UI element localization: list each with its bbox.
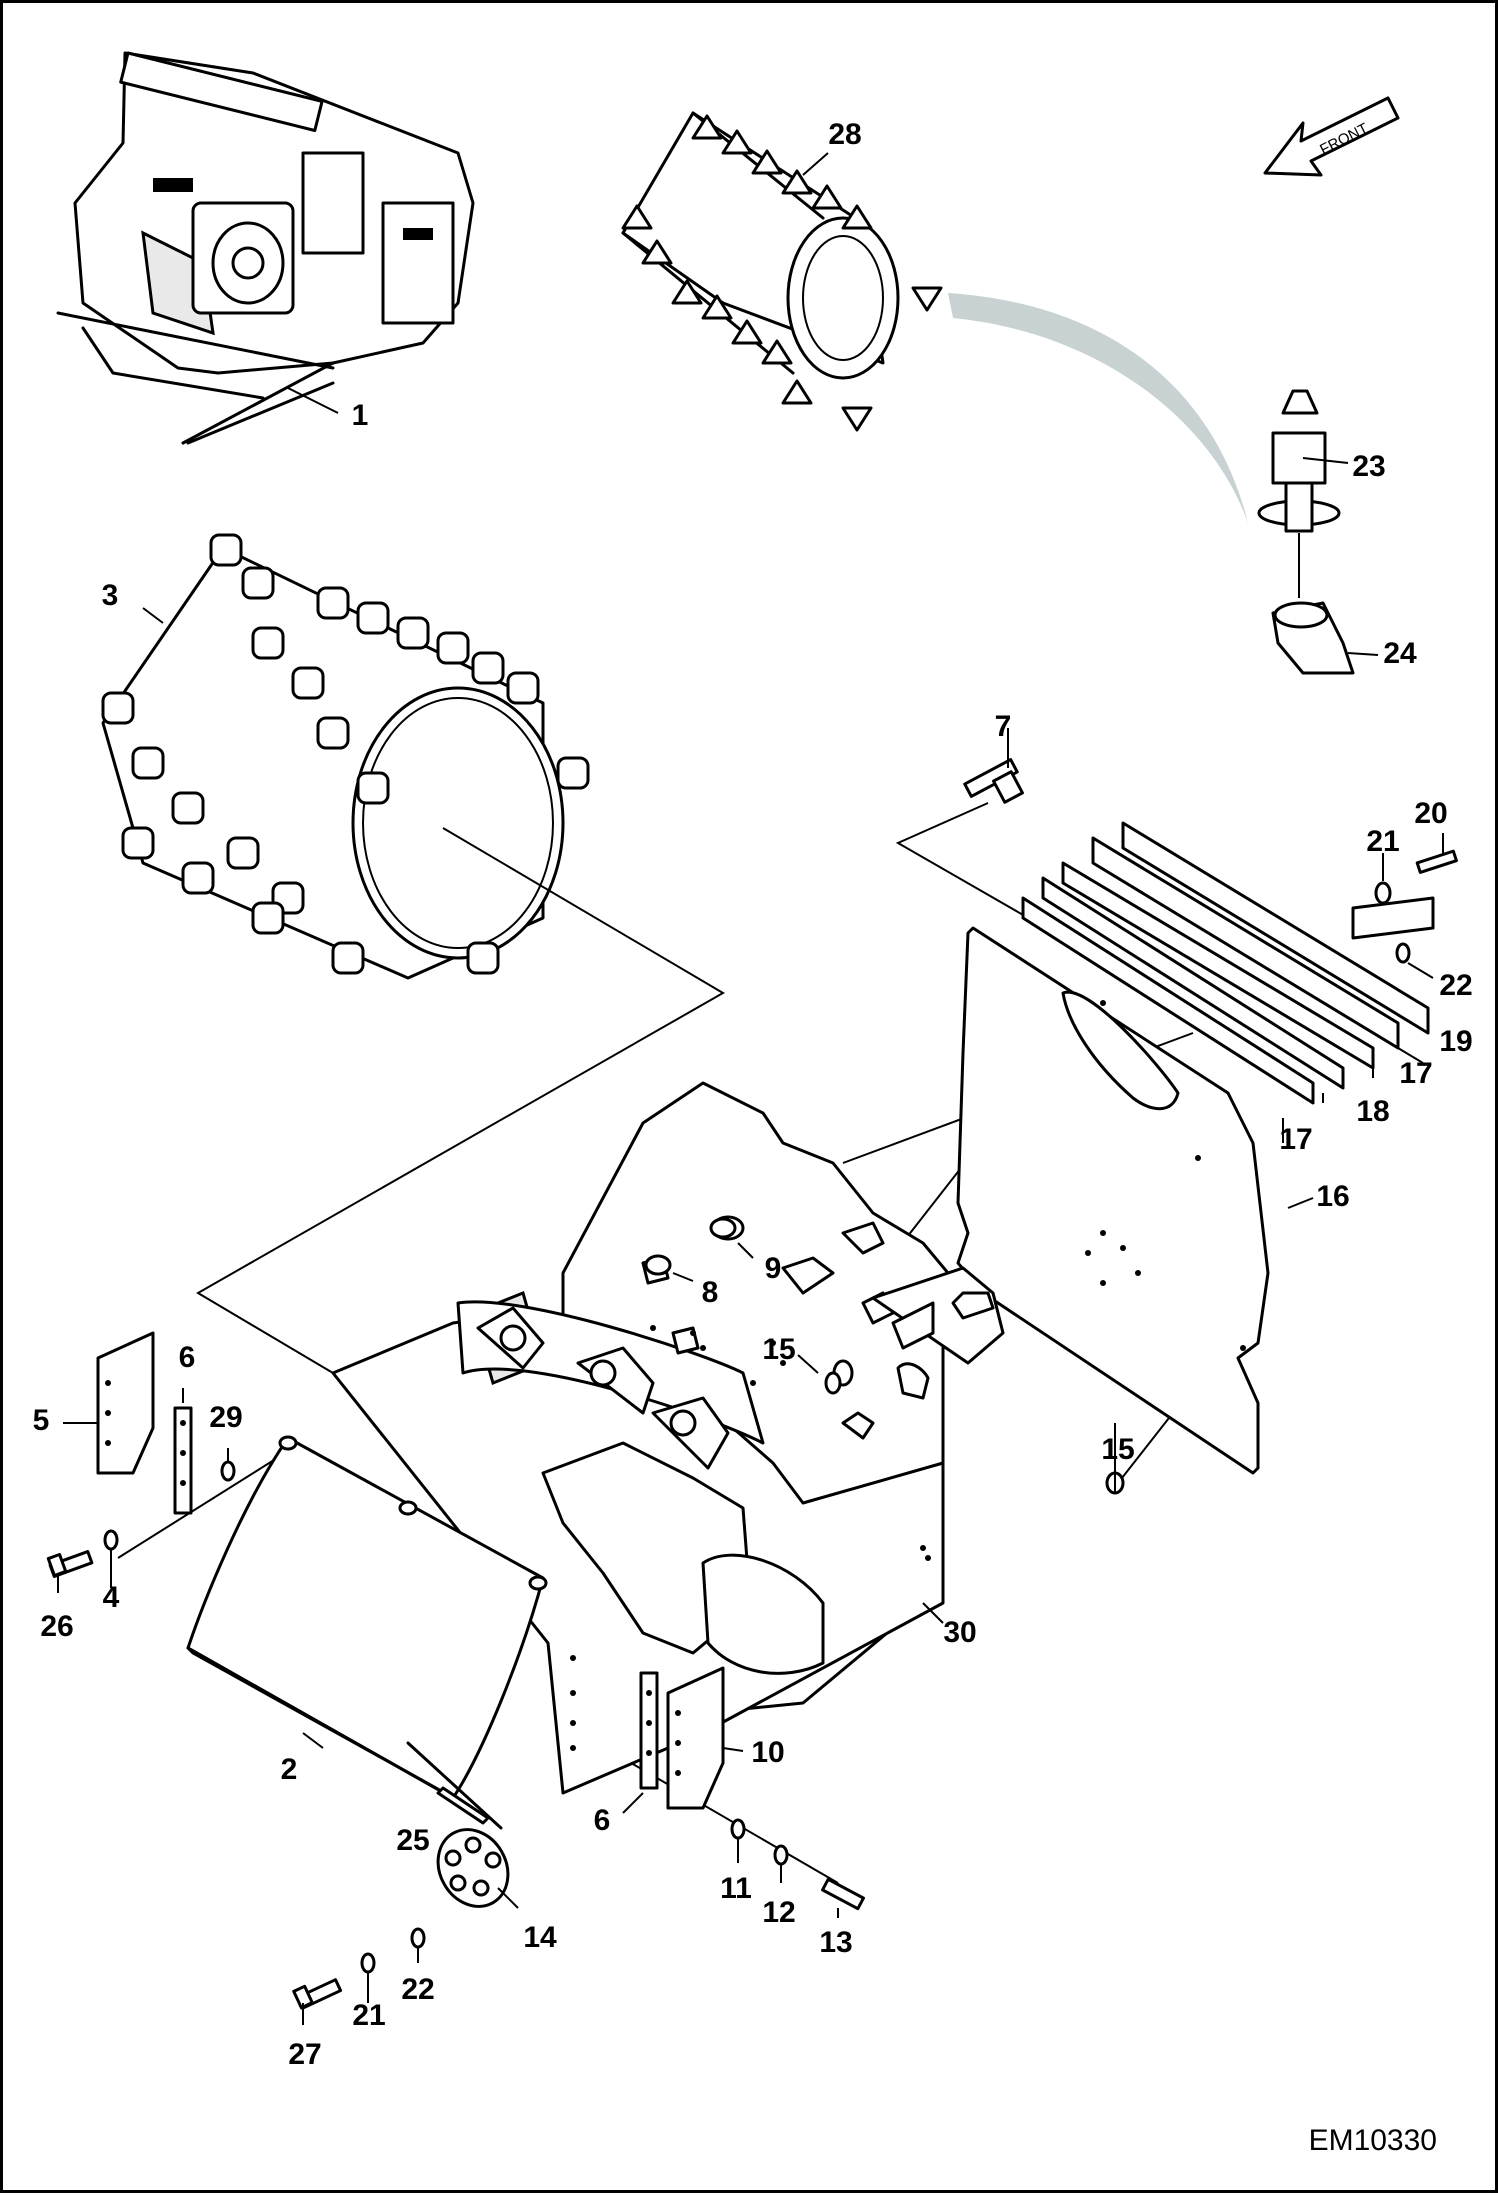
callout-28: 28 [828, 118, 862, 151]
callout-15-frame: 15 [762, 1333, 796, 1366]
parts-4-26-29-fasteners [46, 1448, 236, 1593]
callout-29: 29 [209, 1401, 243, 1434]
callout-17-lower: 17 [1279, 1123, 1313, 1156]
callout-21-lower: 21 [352, 1999, 386, 2032]
part-28-cutting-drum [621, 111, 943, 432]
part-2-curved-plate [186, 1435, 548, 1825]
parts-6-10-side-plates-right [622, 1666, 744, 1814]
callout-2: 2 [280, 1753, 298, 1786]
callout-25: 25 [396, 1824, 430, 1857]
callout-6-right: 6 [593, 1804, 611, 1837]
parts-8-9-15-fasteners [644, 1217, 1125, 1495]
part-1-planer-attachment [56, 51, 475, 445]
callout-21-upper: 21 [1366, 825, 1400, 858]
callout-14: 14 [523, 1921, 557, 1954]
callout-30: 30 [943, 1616, 977, 1649]
callout-27: 27 [288, 2038, 322, 2071]
front-direction-arrow: FRONT [1263, 96, 1400, 177]
drawing-code: EM10330 [1308, 2124, 1437, 2157]
part-3-large-drum [101, 533, 590, 980]
exploded-view-drawing: FRONT [46, 51, 1458, 2025]
parts-20-21-22-upper [1351, 833, 1458, 979]
part-23-cutter-tooth [1257, 389, 1349, 533]
callout-11: 11 [720, 1872, 752, 1905]
callout-19: 19 [1439, 1025, 1473, 1058]
callout-20: 20 [1414, 797, 1448, 830]
callout-5: 5 [32, 1404, 50, 1437]
callout-12: 12 [762, 1896, 796, 1929]
callout-22-lower: 22 [401, 1973, 435, 2006]
parts-14-25-hub [406, 1741, 519, 1909]
callout-10: 10 [751, 1736, 785, 1769]
callout-24: 24 [1383, 637, 1417, 670]
callout-4: 4 [102, 1581, 120, 1614]
callout-15-right: 15 [1101, 1433, 1135, 1466]
parts-17-19-strips [1021, 821, 1430, 1143]
part-16-back-plate [956, 926, 1314, 1475]
detail-swoosh [948, 293, 1248, 523]
callout-23: 23 [1352, 450, 1386, 483]
callout-8: 8 [701, 1276, 719, 1309]
callout-6-left: 6 [178, 1341, 196, 1374]
callout-3: 3 [101, 579, 119, 612]
callout-22-upper: 22 [1439, 969, 1473, 1002]
callout-16: 16 [1316, 1180, 1350, 1213]
callout-26: 26 [40, 1610, 74, 1643]
part-7-bolt [963, 728, 1024, 804]
part-30-main-frame [331, 1081, 1005, 1795]
callout-1: 1 [351, 399, 369, 432]
part-24-tooth-holder [1271, 601, 1379, 675]
callout-7: 7 [994, 710, 1012, 743]
parts-11-12-13-fasteners [730, 1818, 865, 1918]
callout-13: 13 [819, 1926, 853, 1959]
drum-28-teeth [621, 114, 943, 432]
parts-21-22-27-fasteners-bottom [292, 1927, 426, 2025]
callout-9: 9 [764, 1252, 782, 1285]
callout-17-upper: 17 [1399, 1057, 1433, 1090]
parts-5-6-side-plates-left [63, 1331, 193, 1515]
callout-18: 18 [1356, 1095, 1390, 1128]
drum-3-teeth [101, 533, 590, 975]
